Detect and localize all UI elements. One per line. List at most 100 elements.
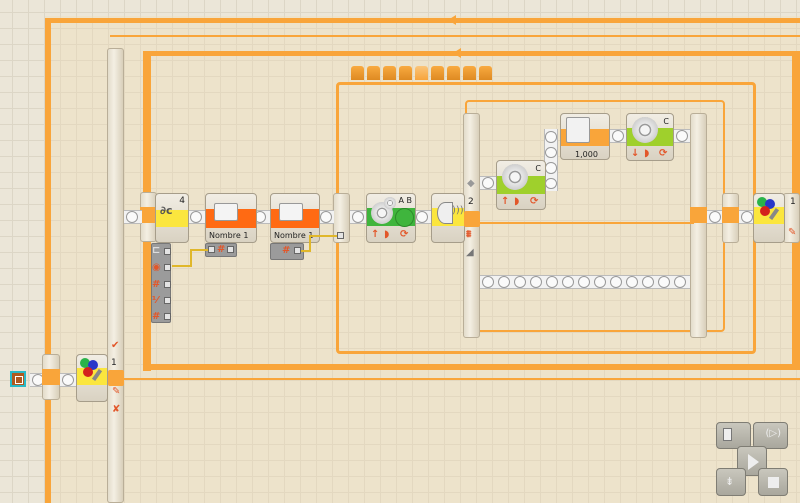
color-sensor-block-left[interactable] [76,354,108,402]
sequence-beam [707,210,722,224]
loop-tab[interactable] [479,66,492,80]
reset-icon: ⩩ [466,229,472,240]
plug-icon: ⊏ [152,245,161,256]
data-plug[interactable] [164,297,171,304]
fraction-icon: ⅟ [152,295,159,306]
number-block-2[interactable]: Nombre 1 [270,193,320,243]
loop-tab[interactable] [399,66,412,80]
download-run-selected-button[interactable]: (▷) [753,422,788,449]
graph-icon: ◢ [466,247,474,258]
gear-icon [384,197,396,209]
gear-icon [632,117,658,143]
post-highlight [140,207,157,223]
loop-wire-2 [110,35,800,37]
sequence-beam [30,373,42,387]
loop-tab[interactable] [367,66,380,80]
stop-button[interactable] [758,468,788,496]
power-icon: ◗ [384,229,390,240]
switch-selector-icon[interactable] [108,370,124,386]
stop-icon [768,477,779,488]
port-label: C [535,164,541,173]
loop-tab[interactable] [431,66,444,80]
power-icon: ◗ [644,148,650,159]
loop-wire-3 [143,51,800,56]
number-icon: # [282,245,291,256]
data-wire [190,249,192,267]
number-block-1[interactable]: Nombre 1 [205,193,257,243]
motor-block-ab[interactable]: A B ↑ ◗ ⟳ [366,193,416,243]
data-plug[interactable] [208,246,215,253]
loop-tab[interactable] [351,66,364,80]
data-plug[interactable] [164,264,171,271]
data-plug[interactable] [227,246,234,253]
sequence-beam [124,210,142,224]
gear-icon [502,164,528,190]
port-label: C [663,117,669,126]
duration-icon: ⟳ [400,229,409,240]
sequence-beam-vertical [544,129,558,191]
data-wire [301,250,309,252]
nxt-window-button[interactable] [716,422,751,449]
switch-selector-icon[interactable] [464,211,480,227]
briefcase-icon [214,203,238,221]
number-icon: # [152,311,161,322]
check-icon[interactable]: ✔ [111,340,120,351]
nxt-window-icon [723,428,732,441]
sequence-beam [414,210,432,224]
sequence-beam [188,210,206,224]
variable-icon: ∂c [160,204,173,217]
loop-data-plug[interactable] [337,232,344,239]
switch-post-left[interactable] [107,48,124,503]
number-icon: # [152,279,161,290]
download-button[interactable]: ⇟ [716,468,746,496]
power-icon: ◗ [514,196,520,207]
sequence-beam [60,373,78,387]
switch-case-label: 1 [111,358,117,368]
data-plug[interactable] [294,247,301,254]
x-icon[interactable]: ✘ [112,404,121,415]
switch-case-label: 2 [468,197,474,207]
variable-block[interactable]: 4 ∂c [155,193,189,243]
data-wire [309,235,337,237]
play-icon [748,454,759,470]
run-selected-icon: (▷) [765,428,782,439]
motor-block-c2[interactable]: C ↓ ◗ ⟳ [626,113,674,161]
wait-duration-value: 1,000 [575,150,598,159]
motor-block-c1[interactable]: C ↑ ◗ ⟳ [496,160,546,210]
block-label: Nombre 1 [209,231,249,240]
loop-tab[interactable] [383,66,396,80]
wait-block[interactable]: 1,000 [560,113,610,160]
flow-arrow-icon [448,15,456,25]
sound-block[interactable]: ))) [431,193,465,243]
sound-sensor-icon [437,202,453,224]
switch-data-wire [466,222,694,224]
data-wire [172,265,190,267]
post-highlight [690,207,707,223]
duration-icon: ⟳ [659,148,668,159]
sequence-beam [350,210,368,224]
color-sensor-block-right[interactable] [753,193,785,243]
data-wire [309,235,311,252]
duration-icon: ⟳ [530,196,539,207]
hourglass-icon [566,117,590,143]
briefcase-icon [279,203,303,221]
edit-icon[interactable]: ✎ [112,386,121,397]
sequence-beam [480,176,498,190]
sequence-beam [610,129,628,143]
loop-tab[interactable] [447,66,460,80]
down-arrow-icon: ↓ [631,148,640,159]
port-label: 4 [179,196,185,206]
data-plug[interactable] [164,313,171,320]
inner-switch-post-right[interactable] [690,113,707,338]
sequence-beam [674,129,690,143]
loop-tab[interactable] [463,66,476,80]
data-plug[interactable] [164,248,171,255]
edit-icon[interactable]: ✎ [788,227,797,238]
data-plug[interactable] [164,281,171,288]
sequence-beam [318,210,334,224]
up-arrow-icon: ↑ [371,229,380,240]
loop-tab[interactable] [415,66,428,80]
start-point-icon[interactable] [10,371,26,387]
empty-case-beam [480,275,690,289]
